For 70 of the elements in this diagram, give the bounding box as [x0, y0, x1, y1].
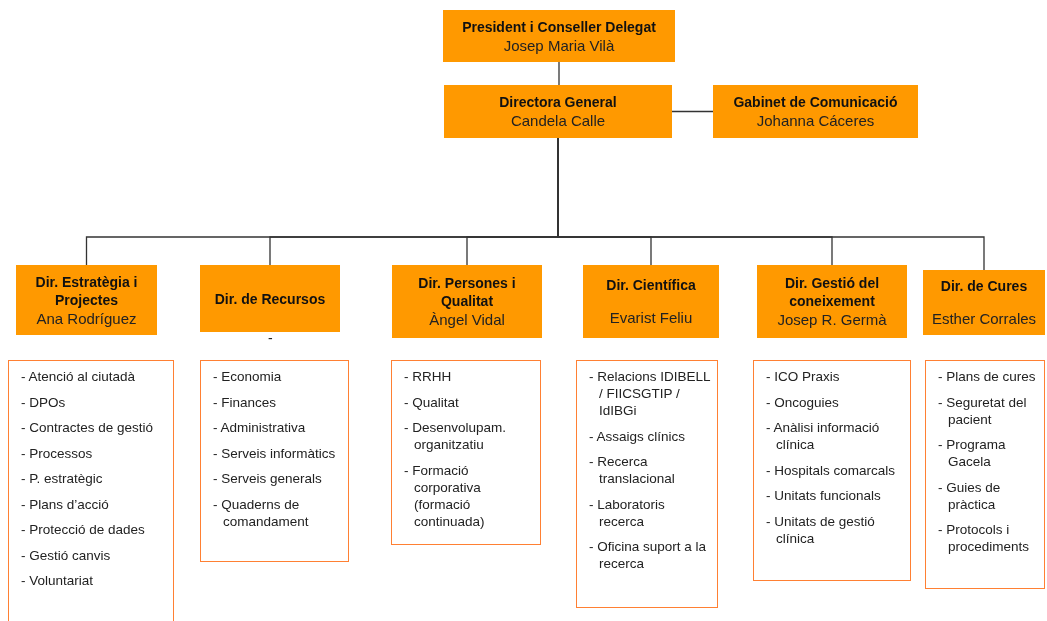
list-item: - Quaderns de comandament: [213, 495, 310, 530]
list-item: - RRHH: [404, 368, 453, 385]
person-name: Candela Calle: [510, 111, 606, 130]
connector-line: [558, 61, 560, 86]
list-item: - Desenvolupam. organitzatiu: [404, 419, 508, 453]
person-name: Josep R. Germà: [777, 310, 887, 329]
list-item: - P. estratègic: [21, 470, 104, 487]
connector-line: [671, 110, 714, 113]
task-list-box: [925, 360, 1045, 589]
org-box: [923, 270, 1045, 335]
list-item: - Voluntariat: [21, 572, 95, 589]
list-item: - Guies de pràctica: [938, 478, 1002, 513]
task-list-box: [753, 360, 911, 581]
list-item: - Oncoguies: [766, 393, 840, 411]
list-item: - Oficina suport a la recerca: [589, 538, 708, 572]
list-item: - Hospitals comarcals: [766, 461, 897, 479]
list-item: - Qualitat: [404, 393, 460, 411]
list-item: - Protocols i procediments: [938, 521, 1031, 555]
org-box: [583, 265, 719, 338]
person-name: Johanna Cáceres: [756, 111, 875, 130]
list-item: - DPOs: [21, 393, 67, 411]
person-name: Esther Corrales: [931, 309, 1037, 328]
list-item: - Seguretat del pacient: [938, 393, 1028, 428]
list-item: - Recerca translacional: [589, 453, 676, 487]
stray-dash: -: [268, 330, 273, 346]
list-item: - Unitats funcionals: [766, 487, 882, 504]
list-item: - Laboratoris recerca: [589, 495, 666, 530]
list-item: - Administrativa: [213, 419, 307, 436]
unit-title: Dir. Gestió del coneixement: [783, 274, 881, 310]
task-list-box: [391, 360, 541, 545]
unit-title: Directora General: [499, 93, 617, 111]
list-item: - Relacions IDIBELL / FIICSGTIP / IdIBGi: [589, 368, 712, 419]
org-box: [392, 265, 542, 338]
person-name: Evarist Feliu: [609, 308, 693, 327]
task-list-box: [576, 360, 718, 608]
list-item: - Plans d’acció: [21, 495, 110, 513]
list-item: - ICO Praxis: [766, 368, 841, 385]
list-item: - Serveis generals: [213, 470, 323, 487]
org-box: [200, 265, 340, 332]
list-item: - Contractes de gestió: [21, 419, 155, 436]
list-item: - Gestió canvis: [21, 546, 112, 564]
unit-title: Dir. de Cures: [940, 277, 1028, 295]
org-box: [443, 10, 675, 62]
unit-title: Gabinet de Comunicació: [733, 93, 898, 111]
list-item: - Processos: [21, 444, 94, 462]
unit-title: Dir. Científica: [606, 276, 696, 294]
list-item: - Assaigs clínics: [589, 427, 687, 445]
person-name: Josep Maria Vilà: [503, 35, 615, 55]
task-list-box: [8, 360, 174, 621]
org-box: [16, 265, 157, 335]
unit-title: President i Conseller Delegat: [462, 17, 656, 36]
task-list-box: [200, 360, 349, 562]
list-item: - Plans de cures: [938, 368, 1037, 385]
list-item: - Formació corporativa (formació continuada): [404, 461, 486, 530]
org-box: [444, 85, 672, 138]
list-item: - Serveis informàtics: [213, 444, 337, 462]
person-name: Ana Rodríguez: [36, 308, 137, 328]
org-box: [757, 265, 907, 338]
org-box: [713, 85, 918, 138]
person-name: Àngel Vidal: [429, 310, 505, 329]
list-item: - Unitats de gestió clínica: [766, 512, 876, 547]
unit-title: Dir. Estratègia i Projectes: [34, 272, 139, 309]
list-item: - Atenció al ciutadà: [21, 368, 137, 385]
unit-title: Dir. de Recursos: [214, 289, 326, 308]
list-item: - Economia: [213, 368, 283, 385]
list-item: - Programa Gacela: [938, 436, 1007, 470]
list-item: - Protecció de dades: [21, 521, 146, 538]
list-item: - Finances: [213, 393, 278, 411]
unit-title: Dir. Persones i Qualitat: [417, 274, 517, 310]
list-item: - Anàlisi informació clínica: [766, 419, 881, 453]
